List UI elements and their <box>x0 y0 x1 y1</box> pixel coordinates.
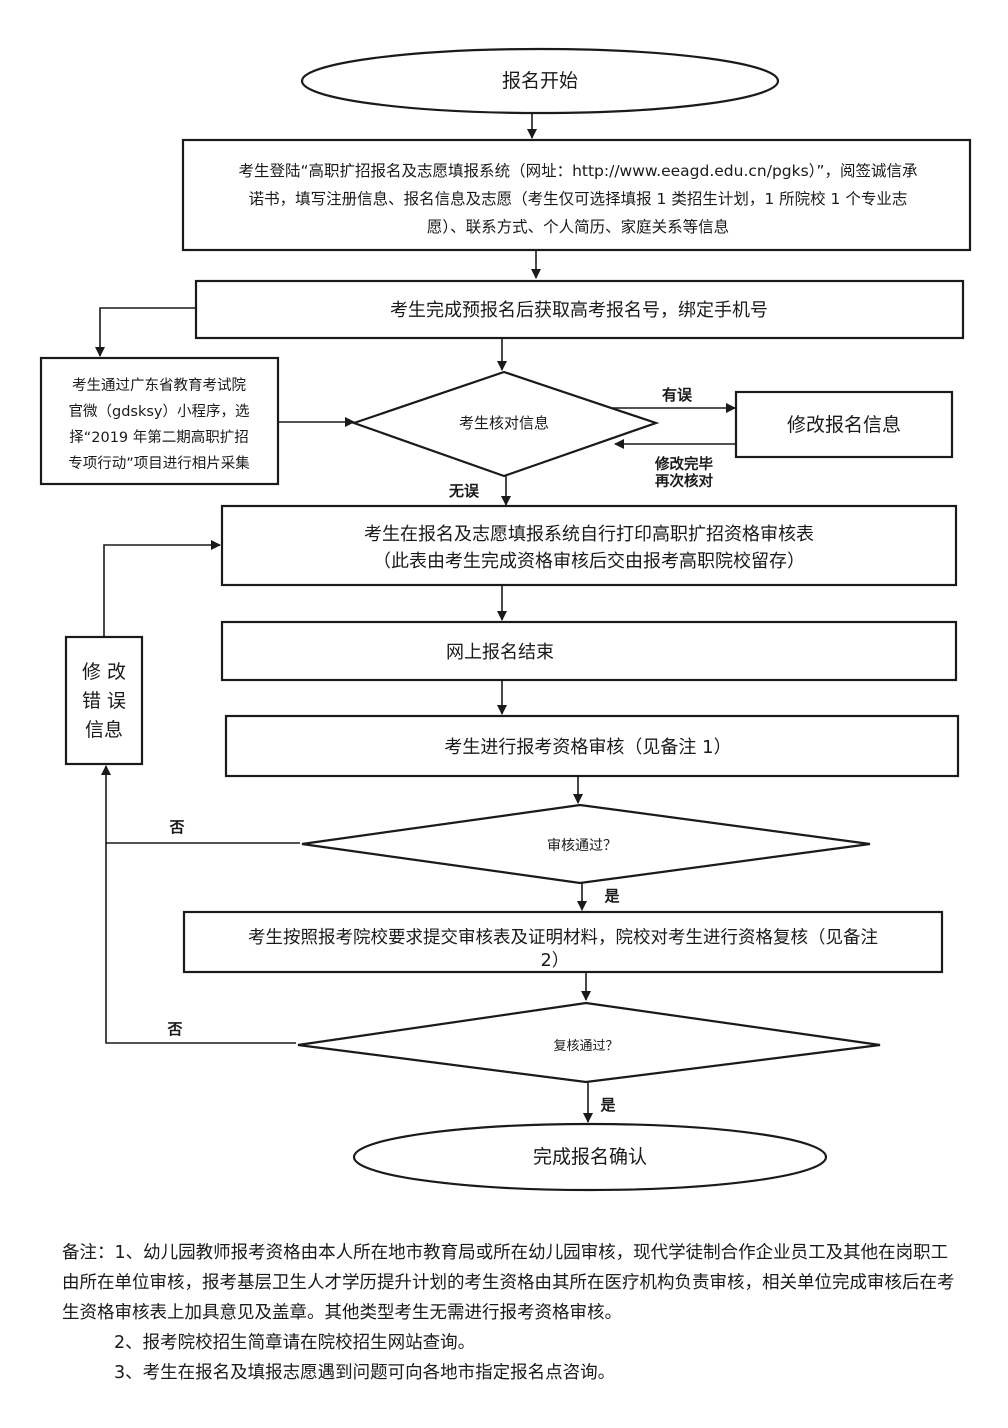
edge-fix-to-print <box>103 540 221 636</box>
edge-label-no-2: 否 <box>166 1020 182 1038</box>
finish-label: 完成报名确认 <box>533 1146 647 1168</box>
modify-info-label: 修改报名信息 <box>787 414 901 436</box>
edge-label-yes-2: 是 <box>599 1096 616 1114</box>
print-form-line1: 考生在报名及志愿填报系统自行打印高职扩招资格审核表 <box>364 524 814 545</box>
print-form-line2: （此表由考生完成资格审核后交由报考高职院校留存） <box>373 551 805 572</box>
start-node <box>300 47 780 115</box>
prereg-label: 考生完成预报名后获取高考报名号，绑定手机号 <box>390 300 768 321</box>
edge-recheck-fail <box>105 843 296 1044</box>
edge-prereg-to-photo <box>95 307 196 357</box>
note-2: 2、报考院校招生简章请在院校招生网站查询。 <box>114 1333 476 1353</box>
print-form-box <box>220 504 958 587</box>
login-text-line2: 诺书，填写注册信息、报名信息及志愿（考生仅可选择填报 1 类招生计划，1 所院校… <box>249 189 908 208</box>
fix-errors-line3: 信息 <box>85 719 123 741</box>
prereg-box <box>194 279 965 340</box>
notes: 备注：1、幼儿园教师报考资格由本人所在地市教育局或所在幼儿园审核，现代学徒制合作… <box>62 1238 962 1388</box>
check-info-decision <box>350 370 660 478</box>
recheck-pass-decision <box>297 1001 881 1084</box>
connectors <box>95 112 736 1123</box>
note-3: 3、考生在报名及填报志愿遇到问题可向各地市指定报名点咨询。 <box>114 1363 616 1383</box>
edge-review-fail <box>101 765 300 844</box>
edge-label-modified-line2: 再次核对 <box>655 472 713 490</box>
edge-label-has-error: 有误 <box>662 386 693 404</box>
edge-label-no-1: 否 <box>168 818 184 836</box>
submit-text-line2: 2） <box>541 951 570 971</box>
flowchart: 报名开始 考生登陆“高职扩招报名及志愿填报系统（网址：http://www.ee… <box>39 47 972 1192</box>
submit-box <box>182 910 944 974</box>
photo-text-line1: 考生通过广东省教育考试院 <box>72 377 246 394</box>
online-end-label: 网上报名结束 <box>446 642 554 663</box>
online-end-box <box>220 620 958 682</box>
fix-errors-line1: 修 改 <box>82 661 126 683</box>
fix-errors-line2: 错 误 <box>82 690 126 712</box>
qual-review-label: 考生进行报考资格审核（见备注 1） <box>444 737 731 758</box>
login-text-line3: 愿）、联系方式、个人简历、家庭关系等信息 <box>427 218 729 236</box>
review-pass-label: 审核通过？ <box>547 838 617 854</box>
edge-label-no-error: 无误 <box>448 482 480 500</box>
finish-node <box>352 1122 828 1192</box>
recheck-pass-label: 复核通过？ <box>553 1039 618 1054</box>
fix-errors-box <box>64 635 144 766</box>
note-1: 备注：1、幼儿园教师报考资格由本人所在地市教育局或所在幼儿园审核，现代学徒制合作… <box>62 1243 955 1323</box>
edge-label-modified-line1: 修改完毕 <box>654 455 713 473</box>
photo-box <box>39 356 280 486</box>
photo-text-line3: 择“2019 年第二期高职扩招 <box>69 428 249 446</box>
qual-review-box <box>224 714 960 778</box>
login-box <box>181 138 972 252</box>
start-label: 报名开始 <box>502 70 578 92</box>
login-text-line1: 考生登陆“高职扩招报名及志愿填报系统（网址：http://www.eeagd.e… <box>239 162 918 180</box>
review-pass-decision <box>301 803 871 885</box>
photo-text-line4: 专项行动”项目进行相片采集 <box>68 455 250 472</box>
edge-label-yes-1: 是 <box>603 887 620 905</box>
modify-info-box <box>734 390 954 459</box>
check-info-label: 考生核对信息 <box>459 414 549 432</box>
photo-text-line2: 官微（gdsksy）小程序，选 <box>69 403 250 420</box>
submit-text-line1: 考生按照报考院校要求提交审核表及证明材料，院校对考生进行资格复核（见备注 <box>248 928 878 948</box>
